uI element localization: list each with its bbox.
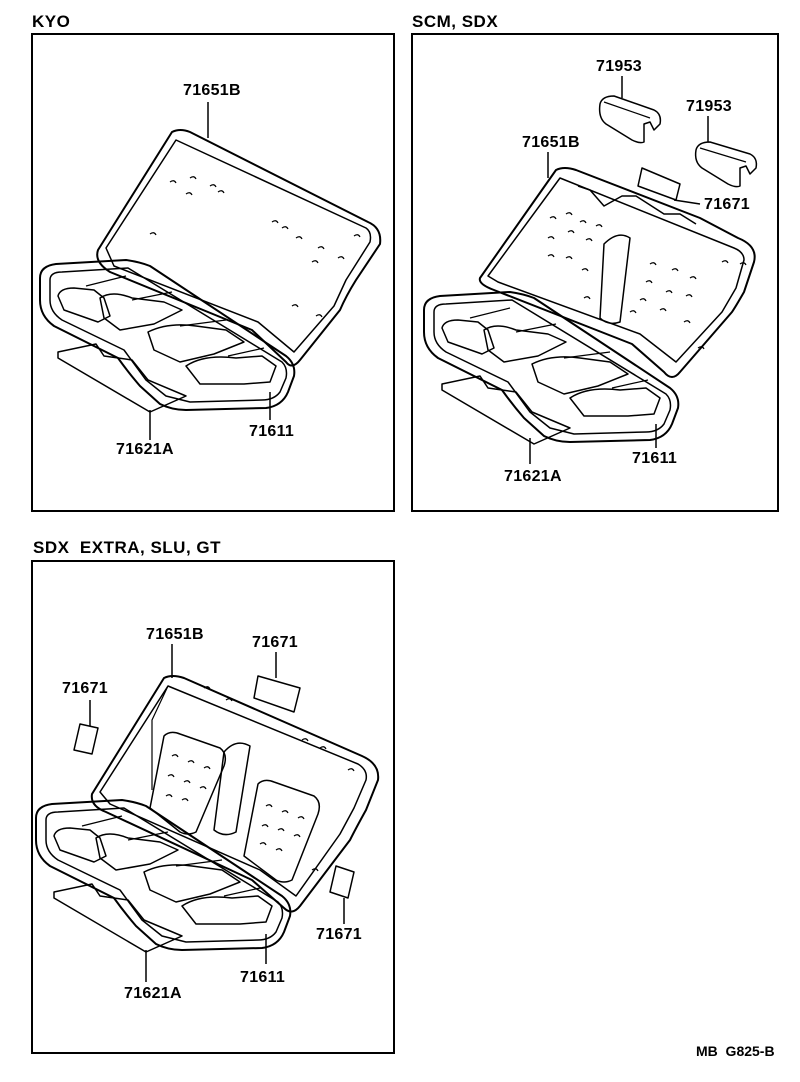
armrest-cap-left <box>600 96 661 143</box>
section-title-sdx-extra: SDX EXTRA, SLU, GT <box>33 538 222 557</box>
seatback-outline-scm <box>480 168 755 377</box>
hinge-plate-top <box>254 676 300 712</box>
seatback-outline-kyo <box>97 130 380 366</box>
panel-scm-sdx <box>411 33 779 512</box>
armrest-cap-right <box>696 142 757 187</box>
label-scm-cap-left: 71953 <box>596 58 642 75</box>
section-title-scm-sdx: SCM, SDX <box>412 12 499 31</box>
seatback-outline-sdx <box>92 676 378 912</box>
label-scm-back: 71651B <box>522 134 580 151</box>
section-title-kyo: KYO <box>32 12 71 31</box>
label-scm-cushion: 71611 <box>632 450 678 467</box>
label-sdx-pad: 71621A <box>124 985 182 1002</box>
label-sdx-back: 71651B <box>146 626 204 643</box>
hinge-plate-right <box>330 866 354 898</box>
label-scm-hinge: 71671 <box>704 196 750 213</box>
label-kyo-cushion: 71611 <box>249 423 295 440</box>
label-kyo-pad: 71621A <box>116 441 174 458</box>
label-sdx-hinge-left: 71671 <box>62 680 108 697</box>
pad-outline-kyo <box>58 344 186 412</box>
label-scm-cap-right: 71953 <box>686 98 732 115</box>
panel-kyo <box>31 33 395 512</box>
label-sdx-cushion: 71611 <box>240 969 286 986</box>
label-scm-pad: 71621A <box>504 468 562 485</box>
panel-sdx-extra <box>31 560 395 1054</box>
label-sdx-hinge-right: 71671 <box>316 926 362 943</box>
label-sdx-hinge-top: 71671 <box>252 634 298 651</box>
pad-outline-sdx <box>54 884 182 952</box>
label-kyo-back: 71651B <box>183 82 241 99</box>
pad-outline-scm <box>442 376 570 444</box>
hinge-plate-left <box>74 724 98 754</box>
drawing-code: MB G825-B <box>696 1043 775 1059</box>
